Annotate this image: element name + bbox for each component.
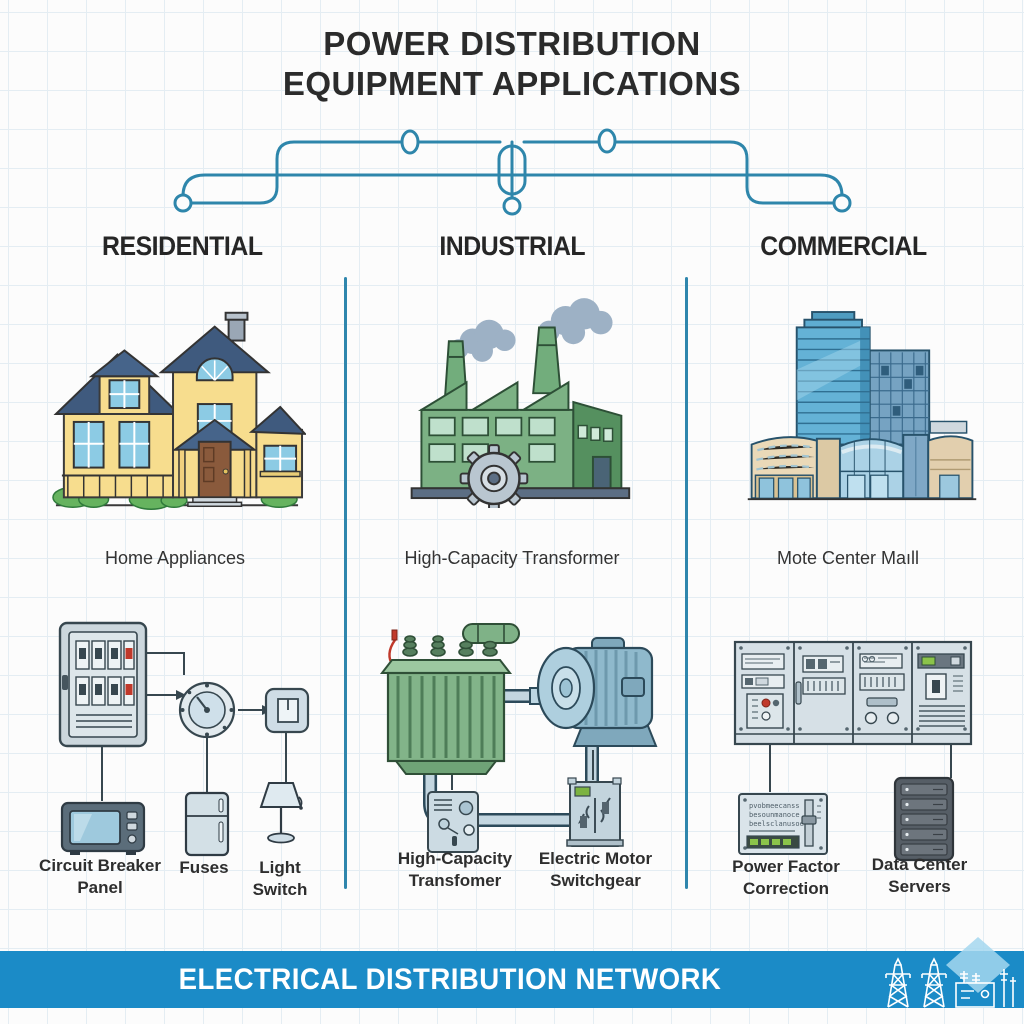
- electric-motor-icon: [529, 637, 658, 747]
- connector-top-right: [522, 140, 836, 205]
- transformer-control-panel-icon: [427, 791, 479, 853]
- residential-equipment-diagram: [58, 621, 310, 857]
- header-industrial: INDUSTRIAL: [439, 231, 585, 261]
- right-window: [259, 444, 301, 478]
- factory-illustration: [410, 298, 631, 508]
- label-power-factor-correction: Power Factor Correction: [732, 857, 840, 898]
- sawtooth-roof: [417, 380, 570, 411]
- label-data-center-servers: Data Center Servers: [871, 855, 968, 896]
- power-factor-correction-icon: pvobmeecanss besounmanoce beelsclanusoe: [738, 793, 828, 855]
- transformer-icon: [379, 623, 520, 775]
- smoke-clouds: [448, 298, 613, 362]
- transmission-tower-icon: [921, 957, 947, 1008]
- refrigerator-icon: [184, 791, 230, 857]
- back-tower: [868, 349, 931, 446]
- caption-commercial: Mote Center Maıll: [776, 548, 920, 568]
- label-fuses: Fuses: [179, 858, 229, 877]
- connector-node-icon: [173, 193, 193, 213]
- footer-banner: ELECTRICAL DISTRIBUTION NETWORK: [0, 937, 1024, 1008]
- connector-node-icon: [400, 129, 420, 155]
- commercial-buildings-illustration: [747, 311, 977, 501]
- title-line-1: POWER DISTRIBUTION: [323, 25, 701, 62]
- label-circuit-breaker-panel: Circuit Breaker Panel: [39, 856, 161, 897]
- rooftop-sign: [929, 420, 968, 434]
- left-windows: [72, 420, 151, 469]
- gear-icon: [459, 444, 529, 508]
- page-title: POWER DISTRIBUTION EQUIPMENT APPLICATION…: [212, 24, 812, 104]
- connector-node-icon: [832, 193, 852, 213]
- header-residential: RESIDENTIAL: [101, 231, 263, 261]
- caption-industrial: High-Capacity Transformer: [404, 548, 620, 568]
- arched-window: [195, 357, 234, 382]
- banner-icons: [885, 937, 1016, 1008]
- front-door: [197, 440, 232, 499]
- motor-switchgear-icon: [566, 777, 624, 847]
- substation-icon: [955, 969, 1016, 1008]
- factory-door: [591, 455, 612, 490]
- label-electric-motor-switchgear: Electric Motor Switchgear: [538, 849, 653, 890]
- divider-left: [344, 277, 347, 889]
- glass-tower: [795, 311, 871, 446]
- banner-title: ELECTRICAL DISTRIBUTION NETWORK: [178, 962, 722, 996]
- connector-node-icon: [502, 196, 522, 216]
- label-high-capacity-transformer: High-Capacity Transfomer: [397, 849, 513, 890]
- connector-top-left: [189, 140, 502, 205]
- branch-connector-diagram: [173, 128, 852, 216]
- label-light-switch: Light Switch: [252, 858, 308, 899]
- header-commercial: COMMERCIAL: [759, 231, 927, 261]
- commercial-equipment-diagram: pvobmeecanss besounmanoce beelsclanusoe: [733, 640, 973, 862]
- divider-right: [685, 277, 688, 889]
- fuse-meter-icon: [178, 681, 236, 739]
- transmission-tower-icon: [885, 957, 911, 1008]
- circuit-breaker-panel-icon: [58, 621, 148, 748]
- industrial-equipment-diagram: [379, 623, 658, 853]
- microwave-icon: [60, 801, 146, 855]
- server-rack-icon: [893, 776, 955, 862]
- bushings: [402, 635, 498, 657]
- pfc-gibberish-line: besounmanoce: [749, 811, 800, 819]
- house-illustration: [52, 311, 306, 510]
- dormer-window: [108, 379, 141, 410]
- title-line-2: EQUIPMENT APPLICATIONS: [282, 65, 742, 102]
- switchgear-cabinet-icon: [733, 640, 973, 746]
- light-switch-icon: [264, 687, 310, 734]
- diamond-shape: [946, 937, 1010, 993]
- factory-windows: [428, 416, 556, 463]
- lamp-icon: [259, 782, 303, 844]
- pfc-gibberish-line: beelsclanusoe: [749, 820, 804, 828]
- pfc-gibberish-line: pvobmeecanss: [749, 802, 800, 810]
- connector-node-icon: [597, 128, 617, 154]
- porch-railing: [61, 474, 174, 498]
- mall-base: [750, 433, 974, 500]
- conservator-tank: [462, 623, 520, 644]
- caption-residential: Home Appliances: [104, 548, 246, 568]
